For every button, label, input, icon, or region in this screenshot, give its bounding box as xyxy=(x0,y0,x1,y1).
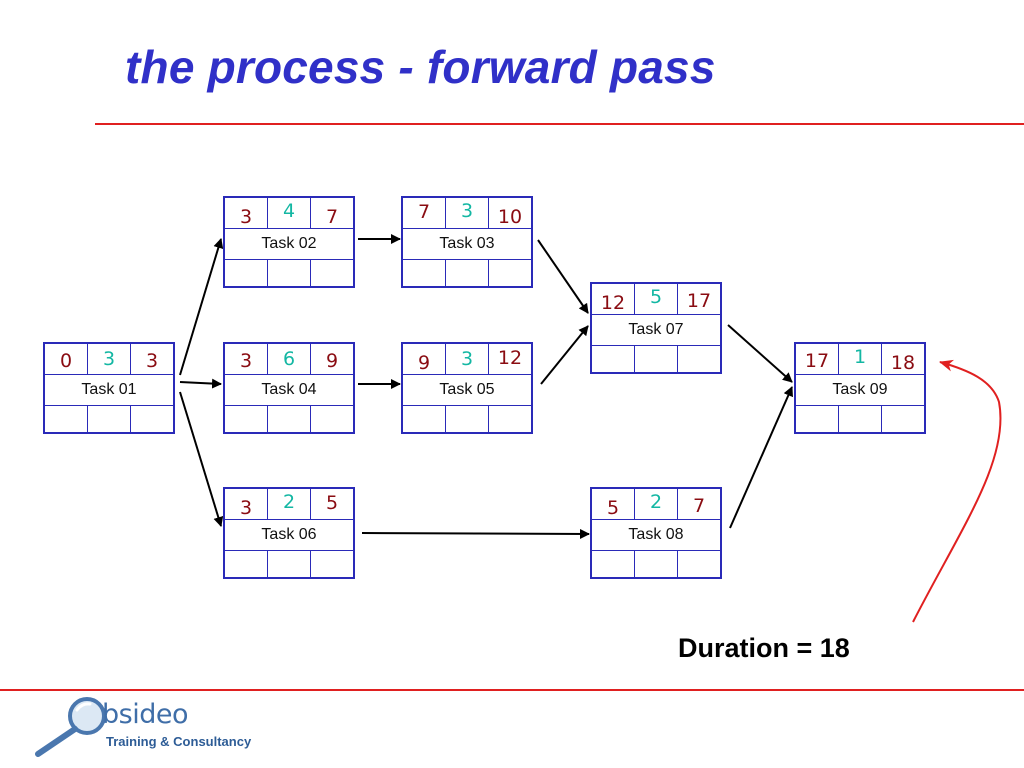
task-name: Task 06 xyxy=(261,526,317,543)
task-name: Task 04 xyxy=(261,381,317,398)
early-start: 17 xyxy=(804,350,830,372)
task-node-01: 0 3 3 Task 01 xyxy=(43,342,175,434)
early-start: 12 xyxy=(600,292,626,314)
early-start: 7 xyxy=(417,201,431,223)
early-finish: 10 xyxy=(497,206,523,228)
duration: 6 xyxy=(282,348,296,370)
duration: 3 xyxy=(460,348,474,370)
arrow-task08-task09 xyxy=(729,386,793,529)
early-start: 3 xyxy=(239,497,253,519)
project-duration-label: Duration = 18 xyxy=(678,633,850,663)
duration-pointer-arrow xyxy=(912,359,1002,623)
task-name: Task 07 xyxy=(628,321,684,338)
task-node-07: 12 5 17 Task 07 xyxy=(590,282,722,374)
logo-wordmark: bsideo xyxy=(102,699,188,730)
title-divider xyxy=(95,123,1024,125)
duration: 3 xyxy=(102,348,116,370)
early-finish: 3 xyxy=(145,350,159,372)
task-node-04: 3 6 9 Task 04 xyxy=(223,342,355,434)
early-finish: 7 xyxy=(325,206,339,228)
duration: 2 xyxy=(649,491,663,513)
early-finish: 7 xyxy=(692,495,706,517)
early-start: 0 xyxy=(59,350,73,372)
duration: 5 xyxy=(649,286,663,308)
early-start: 5 xyxy=(606,497,620,519)
task-name: Task 09 xyxy=(832,381,888,398)
task-name: Task 05 xyxy=(439,381,495,398)
task-name: Task 03 xyxy=(439,235,495,252)
arrow-task07-task09 xyxy=(727,324,793,383)
task-name: Task 01 xyxy=(81,381,137,398)
early-finish: 17 xyxy=(686,290,712,312)
arrow-task03-task07 xyxy=(537,239,589,314)
task-node-08: 5 2 7 Task 08 xyxy=(590,487,722,579)
footer-divider xyxy=(0,689,1024,691)
arrow-task01-task02 xyxy=(179,238,224,376)
task-name: Task 02 xyxy=(261,235,317,252)
magnifier-icon xyxy=(35,697,106,757)
task-node-02: 3 4 7 Task 02 xyxy=(223,196,355,288)
task-node-09: 17 1 18 Task 09 xyxy=(794,342,926,434)
task-name: Task 08 xyxy=(628,526,684,543)
logo-tagline: Training & Consultancy xyxy=(106,734,252,749)
early-finish: 18 xyxy=(890,352,916,374)
arrow-task06-task08 xyxy=(361,528,590,539)
early-start: 3 xyxy=(239,206,253,228)
page-title: the process - forward pass xyxy=(125,41,716,93)
duration: 1 xyxy=(853,346,867,368)
arrow-task05-task07 xyxy=(540,325,589,385)
early-finish: 9 xyxy=(325,350,339,372)
arrow-task01-task04 xyxy=(179,378,222,389)
task-node-06: 3 2 5 Task 06 xyxy=(223,487,355,579)
early-finish: 5 xyxy=(325,492,339,514)
task-node-03: 7 3 10 Task 03 xyxy=(401,196,533,288)
task-node-05: 9 3 12 Task 05 xyxy=(401,342,533,434)
early-finish: 12 xyxy=(497,347,523,369)
duration: 3 xyxy=(460,200,474,222)
duration: 4 xyxy=(282,200,296,222)
arrow-task01-task06 xyxy=(179,391,224,527)
early-start: 9 xyxy=(417,352,431,374)
early-start: 3 xyxy=(239,350,253,372)
duration: 2 xyxy=(282,491,296,513)
